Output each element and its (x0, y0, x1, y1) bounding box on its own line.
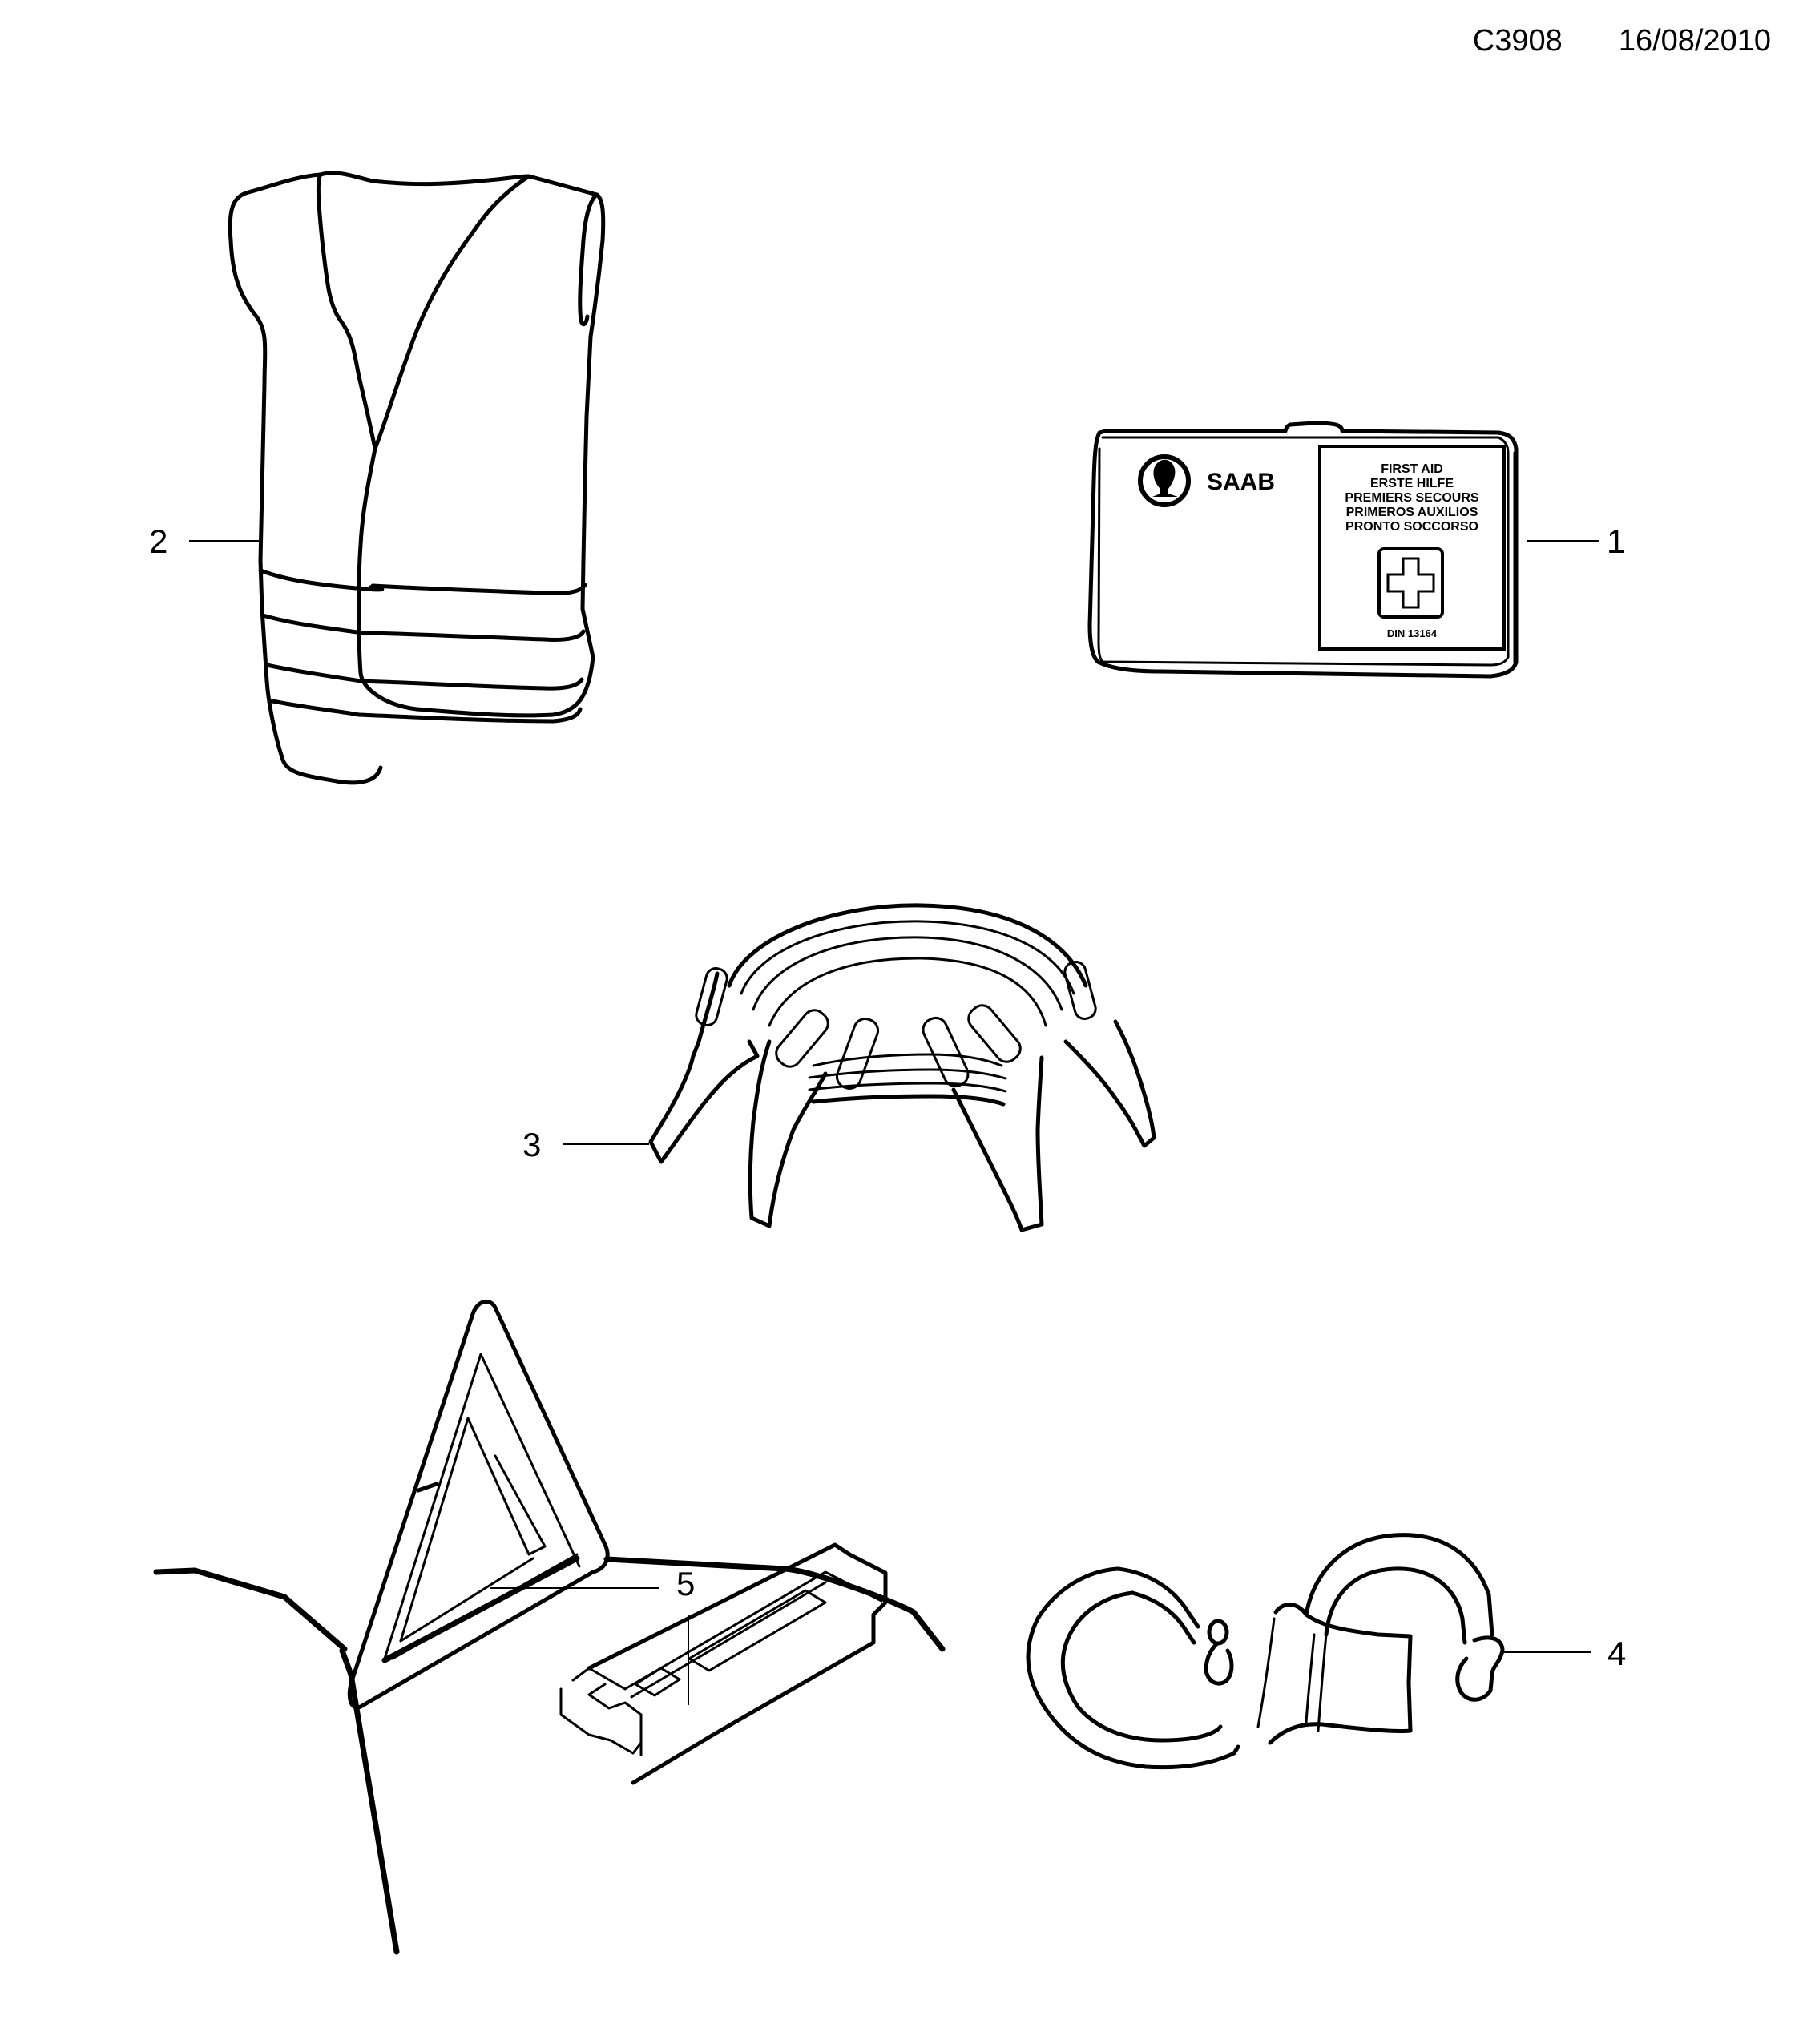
first-aid-cross-icon (1377, 547, 1444, 619)
kit-label-line-2: ERSTE HILFE (1370, 477, 1454, 490)
saab-logo-icon (1138, 454, 1191, 507)
first-aid-kit-illustration: SAAB FIRST AID ERSTE HILFE PREMIERS SECO… (1087, 421, 1519, 679)
callout-3: 3 (522, 1126, 541, 1163)
kit-brand: SAAB (1207, 469, 1275, 495)
drawing-header: C3908 16/08/2010 (1473, 24, 1771, 58)
callout-4: 4 (1607, 1635, 1626, 1672)
callout-2: 2 (149, 522, 167, 560)
kit-label-line-1: FIRST AID (1381, 462, 1443, 476)
warning-triangle-illustration (153, 1300, 946, 1955)
kit-standard: DIN 13164 (1387, 627, 1438, 639)
kit-label-line-5: PRONTO SOCCORSO (1345, 520, 1478, 534)
kit-label-line-4: PRIMEROS AUXILIOS (1346, 506, 1478, 519)
jumper-cables-illustration (648, 903, 1156, 1232)
drawing-date: 16/08/2010 (1618, 24, 1771, 58)
kit-label-line-3: PREMIERS SECOURS (1345, 491, 1478, 505)
callout-1: 1 (1607, 522, 1625, 560)
drawing-code: C3908 (1472, 24, 1563, 58)
safety-vest-illustration (228, 171, 606, 785)
tow-rope-illustration (1026, 1533, 1505, 1770)
callout-5: 5 (676, 1565, 695, 1603)
kit-label-panel (1318, 445, 1506, 651)
